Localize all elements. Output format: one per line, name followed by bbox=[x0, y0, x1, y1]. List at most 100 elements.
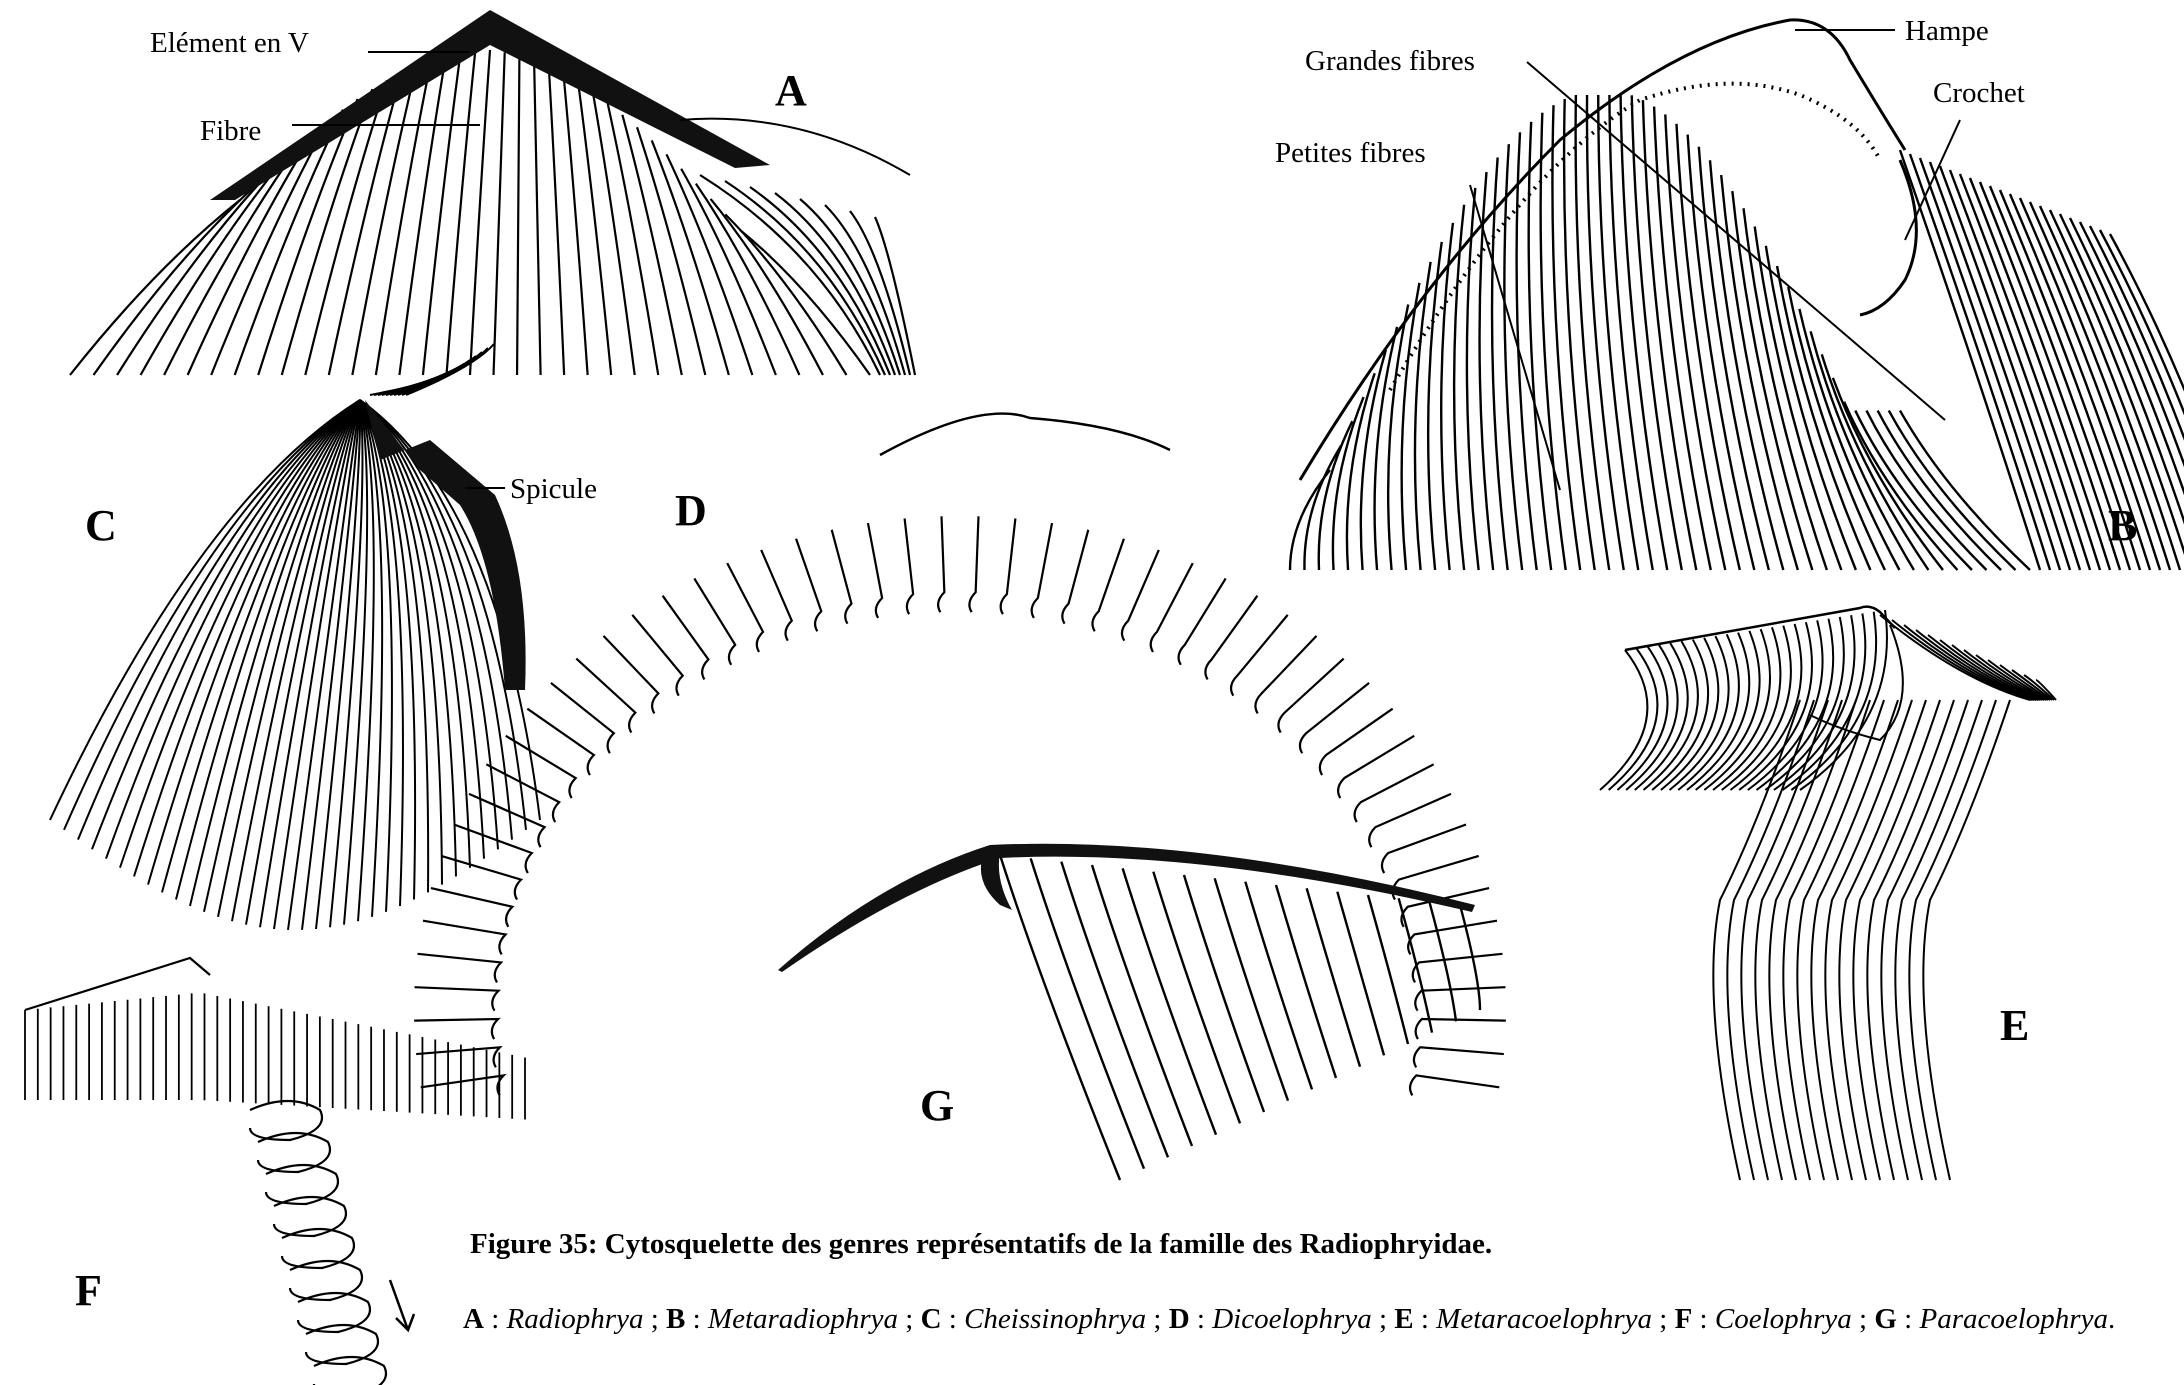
panel-g-letter: G bbox=[920, 1081, 954, 1130]
fibre bbox=[414, 1019, 498, 1039]
fibre bbox=[1454, 205, 1464, 570]
panel-e-letter: E bbox=[2000, 1001, 2029, 1050]
fibre bbox=[1428, 242, 1442, 570]
panel-f-fibres bbox=[25, 993, 525, 1119]
legend-item-c: C : Cheissinophrya bbox=[921, 1303, 1147, 1335]
fibre bbox=[1388, 305, 1408, 570]
legend-item-d: D : Dicoelophrya bbox=[1169, 1303, 1372, 1335]
fibre bbox=[1062, 530, 1088, 624]
fibre bbox=[663, 596, 709, 680]
fibre bbox=[421, 1075, 504, 1095]
panel-b-crochet bbox=[1860, 160, 1916, 315]
panel-f-letter: F bbox=[75, 1266, 102, 1315]
fibre bbox=[415, 987, 499, 1011]
fibre bbox=[386, 364, 464, 395]
panel-b-label-crochet: Crochet bbox=[1933, 77, 2025, 109]
fibre bbox=[1369, 794, 1451, 847]
fibre bbox=[1866, 411, 1986, 570]
legend-item-b: B : Metaradiophrya bbox=[666, 1303, 898, 1335]
panel-b: Hampe Grandes fibres Crochet Petites fib… bbox=[1275, 15, 2184, 570]
fibre bbox=[94, 186, 255, 375]
fibre bbox=[120, 400, 360, 868]
fibre bbox=[446, 51, 475, 375]
fibre bbox=[1245, 882, 1312, 1090]
fibre bbox=[652, 140, 729, 375]
fibre bbox=[1355, 764, 1434, 822]
fibre bbox=[1635, 643, 1688, 790]
fibre bbox=[1833, 378, 1943, 570]
fibre bbox=[517, 56, 519, 375]
fibre bbox=[1375, 327, 1398, 570]
fibre bbox=[470, 50, 490, 375]
panel-a: Elément en V Fibre A bbox=[70, 10, 915, 375]
coil-loop bbox=[314, 1357, 386, 1385]
fibre bbox=[578, 83, 611, 375]
fibre bbox=[1643, 641, 1697, 790]
figure-caption-title: Figure 35: Cytosquelette des genres repr… bbox=[470, 1228, 2170, 1261]
fibre bbox=[632, 615, 682, 696]
fibre bbox=[1710, 160, 1783, 570]
legend-item-g: G : Paracoelophrya bbox=[1874, 1303, 2108, 1335]
fibre bbox=[1278, 659, 1343, 733]
fibre bbox=[1000, 855, 1120, 1180]
fibre bbox=[694, 578, 735, 664]
panel-c-fibres bbox=[50, 344, 540, 930]
fibre bbox=[796, 539, 821, 631]
panel-e-hook bbox=[1810, 625, 1903, 740]
fibre bbox=[832, 530, 852, 624]
fibre bbox=[1333, 397, 1364, 570]
fibre bbox=[551, 683, 614, 753]
fibre bbox=[1413, 954, 1503, 983]
fibre bbox=[1205, 596, 1257, 680]
fibre bbox=[141, 159, 285, 375]
fibre bbox=[1600, 650, 1647, 790]
panel-c-label-spicule: Spicule bbox=[510, 473, 597, 505]
fibre bbox=[1576, 95, 1610, 570]
legend-item-a: A : Radiophrya bbox=[463, 1303, 643, 1335]
fibre bbox=[1980, 182, 2120, 570]
panel-b-label-grandes-fibres: Grandes fibres bbox=[1305, 45, 1475, 77]
fibre bbox=[78, 400, 360, 840]
fibre bbox=[1480, 172, 1494, 570]
panel-b-label-petites-fibres: Petites fibres bbox=[1275, 137, 1426, 169]
fibre bbox=[1092, 539, 1123, 631]
fibre bbox=[1441, 223, 1453, 570]
panel-c: Spicule C bbox=[50, 344, 597, 930]
fibre bbox=[1564, 99, 1595, 570]
fibre bbox=[1337, 892, 1384, 1056]
fibre bbox=[1122, 550, 1159, 641]
fibre bbox=[1665, 114, 1725, 570]
panel-f-coil bbox=[250, 1101, 386, 1385]
fibre bbox=[1123, 868, 1216, 1134]
fibre bbox=[1320, 709, 1393, 775]
panel-d-letter: D bbox=[675, 486, 707, 535]
panel-f-cap bbox=[25, 958, 210, 1010]
fibre bbox=[666, 154, 752, 375]
fibre bbox=[938, 516, 944, 612]
fibre bbox=[431, 888, 512, 927]
panel-b-label-hampe: Hampe bbox=[1905, 15, 1989, 47]
fibre bbox=[1151, 563, 1193, 652]
fibre bbox=[761, 550, 792, 641]
fibre bbox=[1061, 862, 1168, 1158]
fibre bbox=[1255, 636, 1316, 714]
fibre bbox=[1598, 95, 1638, 570]
panel-f-arrow bbox=[390, 1280, 414, 1330]
fibre bbox=[1414, 1047, 1504, 1067]
panel-a-label-fibre: Fibre bbox=[200, 115, 261, 147]
fibre bbox=[1215, 878, 1288, 1100]
fibre bbox=[1410, 1075, 1499, 1095]
fibre bbox=[1031, 858, 1144, 1168]
figure-legend: A : Radiophrya ; B : Metaradiophrya ; C … bbox=[463, 1290, 2163, 1348]
fibre bbox=[423, 53, 461, 375]
fibre bbox=[564, 75, 588, 375]
panel-g-fibres bbox=[1000, 855, 1480, 1180]
fibre bbox=[1092, 865, 1192, 1146]
fibre bbox=[506, 736, 576, 798]
panel-b-letter: B bbox=[2108, 501, 2137, 550]
fibre bbox=[549, 67, 564, 375]
legend-item-e: E : Metaracoelophrya bbox=[1394, 1303, 1652, 1335]
fibre bbox=[188, 133, 314, 375]
fibre bbox=[1878, 411, 2001, 570]
panel-c-letter: C bbox=[85, 501, 117, 550]
